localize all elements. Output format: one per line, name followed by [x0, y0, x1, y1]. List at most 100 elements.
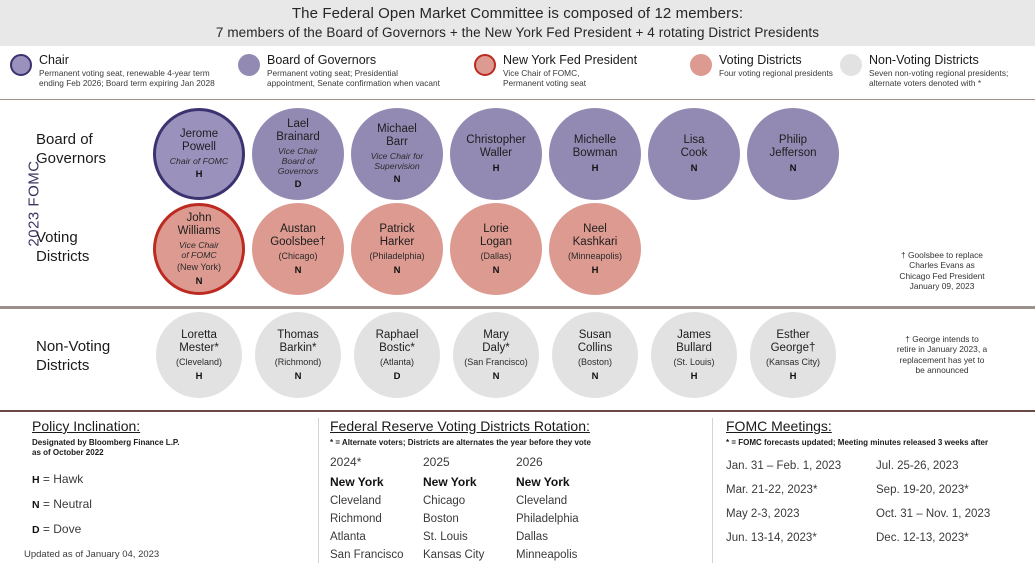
- meeting-date: Oct. 31 – Nov. 1, 2023: [876, 508, 991, 520]
- policy-subtitle: Designated by Bloomberg Finance L.P. as …: [32, 438, 180, 457]
- divider-legend-bottom: [0, 99, 1035, 100]
- legend-swatch-circle-icon: [474, 54, 496, 76]
- header-line-2: 7 members of the Board of Governors + th…: [215, 24, 820, 40]
- member-circle[interactable]: Patrick Harker(Philadelphia)N: [351, 203, 443, 295]
- legend-swatch-circle-icon: [840, 54, 862, 76]
- member-circle[interactable]: Susan Collins(Boston)N: [552, 312, 638, 398]
- member-policy-lean-badge: D: [294, 179, 302, 190]
- member-policy-lean-badge: N: [294, 264, 302, 276]
- member-policy-lean-badge: N: [789, 163, 797, 174]
- member-circle[interactable]: Loretta Mester*(Cleveland)H: [156, 312, 242, 398]
- member-role: Chair of FOMC: [169, 156, 229, 166]
- rotation-subtitle: * = Alternate voters; Districts are alte…: [330, 438, 591, 447]
- member-circle[interactable]: Neel Kashkari(Minneapolis)H: [549, 203, 641, 295]
- row-label: Board of Governors: [36, 131, 107, 167]
- member-policy-lean-badge: N: [195, 275, 203, 287]
- member-policy-lean-badge: N: [294, 370, 302, 382]
- legend-title: Voting Districts: [719, 53, 802, 67]
- member-policy-lean-badge: D: [393, 370, 401, 382]
- member-district: (Cleveland): [175, 356, 223, 367]
- legend-title: Board of Governors: [267, 53, 377, 67]
- rotation-city: Kansas City: [423, 549, 485, 561]
- member-policy-lean-badge: N: [492, 370, 500, 382]
- member-circle[interactable]: James Bullard(St. Louis)H: [651, 312, 737, 398]
- member-circle[interactable]: Thomas Barkin*(Richmond)N: [255, 312, 341, 398]
- member-policy-lean-badge: N: [492, 264, 500, 276]
- legend-title: Chair: [39, 53, 69, 67]
- member-name: Christopher Waller: [466, 134, 526, 159]
- policy-legend-item: D = Dove: [32, 517, 307, 542]
- member-name: Raphael Bostic*: [375, 328, 419, 354]
- policy-inclination-panel: Policy Inclination: Designated by Bloomb…: [32, 418, 307, 542]
- legend-swatch-circle-icon: [690, 54, 712, 76]
- member-name: James Bullard: [676, 328, 712, 354]
- meetings-panel: FOMC Meetings: * = FOMC forecasts update…: [726, 418, 1026, 550]
- member-district: (San Francisco): [464, 356, 528, 367]
- member-policy-lean-badge: H: [591, 264, 599, 276]
- member-policy-lean-badge: N: [393, 174, 401, 185]
- policy-code: H: [32, 474, 40, 486]
- legend-subtitle: Vice Chair of FOMC, Permanent voting sea…: [503, 68, 587, 89]
- member-policy-lean-badge: H: [492, 163, 500, 174]
- member-district: (Dallas): [480, 250, 512, 261]
- member-name: Michael Barr: [377, 123, 417, 148]
- row-footnote: † George intends to retire in January 20…: [896, 334, 988, 376]
- row-label: Non-Voting Districts: [36, 338, 111, 374]
- member-role: Vice Chair Board of Governors: [277, 146, 319, 176]
- member-name: Jerome Powell: [179, 128, 219, 153]
- member-name: John Williams: [177, 211, 221, 237]
- panel-divider-1: [318, 418, 319, 563]
- divider-bottom-panels: [0, 410, 1035, 412]
- rotation-city: New York: [516, 475, 570, 489]
- rotation-city: Cleveland: [330, 495, 382, 507]
- rotation-year: 2026: [516, 455, 543, 469]
- member-circle[interactable]: Mary Daly* (San Francisco) N: [453, 312, 539, 398]
- rotation-city: Richmond: [330, 513, 382, 525]
- policy-legend-item: N = Neutral: [32, 492, 307, 517]
- meeting-date: Dec. 12-13, 2023*: [876, 532, 969, 544]
- divider-voting-nonvoting: [0, 306, 1035, 309]
- member-circle[interactable]: Raphael Bostic*(Atlanta)D: [354, 312, 440, 398]
- member-name: Patrick Harker: [379, 222, 415, 248]
- policy-legend-item: H = Hawk: [32, 467, 307, 492]
- member-name: Thomas Barkin*: [277, 328, 319, 354]
- member-policy-lean-badge: H: [789, 370, 797, 382]
- legend-subtitle: Four voting regional presidents: [719, 68, 833, 78]
- member-circle[interactable]: Austan Goolsbee†(Chicago)N: [252, 203, 344, 295]
- member-circle[interactable]: Esther George† (Kansas City) H: [750, 312, 836, 398]
- member-role: Vice Chair for Supervision: [370, 151, 424, 171]
- row-footnote: † Goolsbee to replace Charles Evans as C…: [899, 250, 985, 292]
- member-name: Loretta Mester*: [179, 328, 219, 354]
- policy-code: D: [32, 524, 40, 536]
- policy-code: N: [32, 499, 40, 511]
- member-district: (Chicago): [278, 250, 318, 261]
- member-policy-lean-badge: N: [591, 370, 599, 382]
- member-name: Philip Jefferson: [769, 134, 817, 159]
- member-district: (Kansas City): [765, 356, 820, 367]
- member-name: Lisa Cook: [680, 134, 708, 159]
- rotation-city: San Francisco: [330, 549, 404, 561]
- meeting-date: Jul. 25-26, 2023: [876, 460, 959, 472]
- member-name: Mary Daly*: [482, 328, 510, 354]
- member-name: Susan Collins: [577, 328, 613, 354]
- member-circle[interactable]: Lorie Logan(Dallas)N: [450, 203, 542, 295]
- member-name: Lael Brainard: [276, 118, 320, 143]
- member-name: Esther George†: [770, 328, 816, 354]
